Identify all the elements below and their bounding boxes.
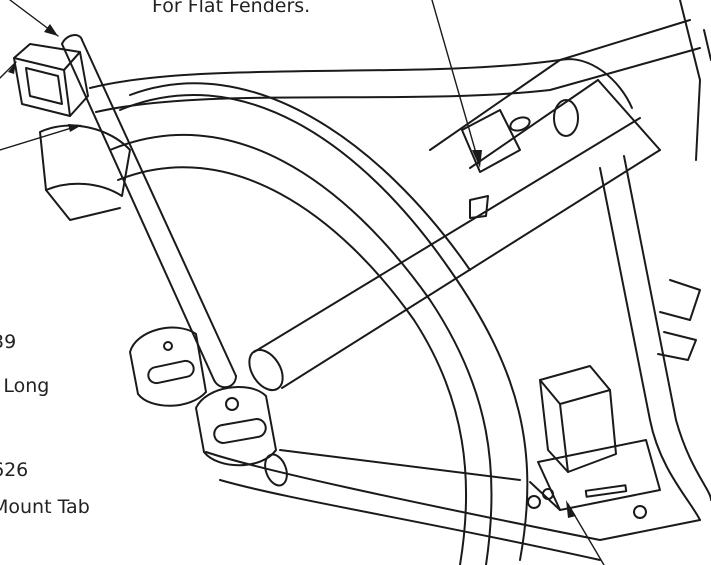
mounting-hardware: [469, 195, 647, 519]
diagonal-tube: [248, 117, 661, 392]
callout-part-desc-1: l Long: [0, 375, 50, 397]
lower-frame: [205, 419, 711, 561]
rear-frame-upright: [599, 155, 701, 421]
axle-plate-right: [195, 385, 277, 467]
callout-part-number-1: 39: [0, 331, 17, 353]
taillight: [13, 43, 89, 117]
fender-tip: [39, 124, 131, 221]
callout-part-number-2: 626: [0, 459, 29, 481]
rear-fender: [109, 82, 529, 565]
axle-plate-left: [129, 326, 207, 407]
callout-part-desc-2: Mount Tab: [0, 496, 90, 518]
upper-frame: [89, 0, 711, 173]
callout-flat-fenders: For Flat Fenders.: [152, 0, 311, 17]
fender-mount-bar: [61, 34, 237, 389]
leader-lines: [0, 0, 605, 565]
